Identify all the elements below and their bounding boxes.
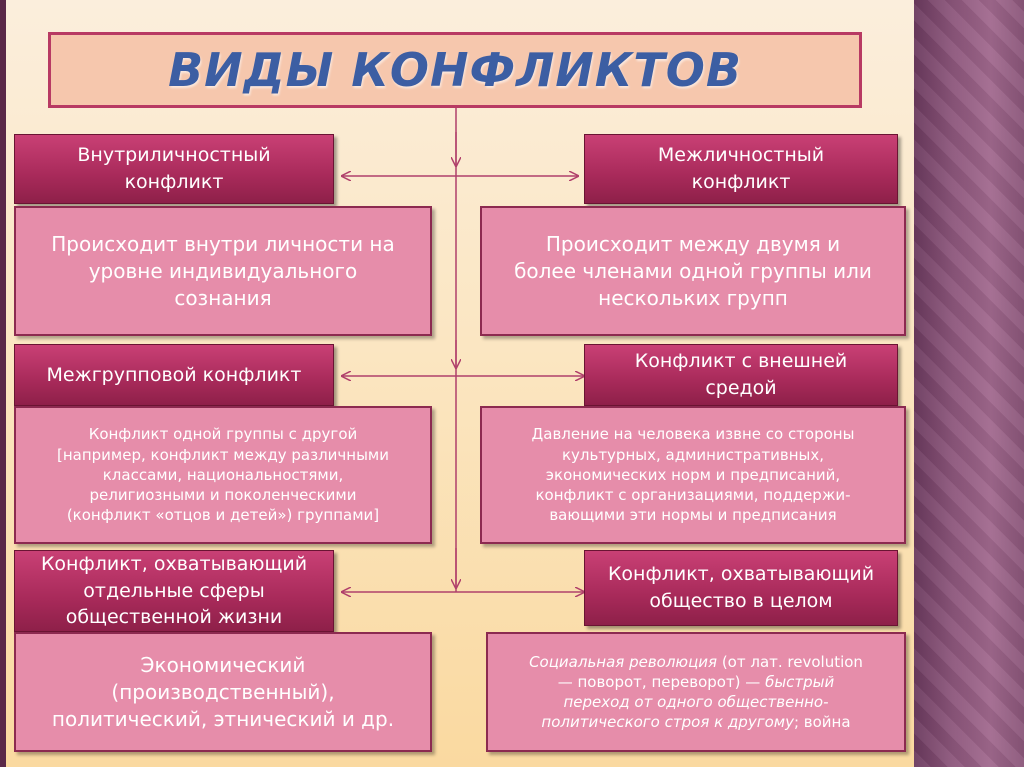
header-environment: Конфликт с внешней средой — [584, 344, 898, 406]
title-box: ВИДЫ КОНФЛИКТОВ — [48, 32, 862, 108]
left-edge-stripe — [0, 0, 6, 767]
body-society: Социальная революция (от лат. revolution… — [486, 632, 906, 752]
header-intrapersonal: Внутриличностный конфликт — [14, 134, 334, 204]
body-environment: Давление на человека извне со стороны ку… — [480, 406, 906, 544]
header-intergroup: Межгрупповой конфликт — [14, 344, 334, 406]
decorative-side-panel — [914, 0, 1024, 767]
header-society: Конфликт, охватывающий общество в целом — [584, 550, 898, 626]
body-intrapersonal: Происходит внутри личности на уровне инд… — [14, 206, 432, 336]
body-spheres: Экономический (производственный), полити… — [14, 632, 432, 752]
body-interpersonal: Происходит между двумя и более членами о… — [480, 206, 906, 336]
page-title: ВИДЫ КОНФЛИКТОВ — [168, 43, 742, 97]
body-intergroup: Конфликт одной группы с другой [например… — [14, 406, 432, 544]
header-interpersonal: Межличностный конфликт — [584, 134, 898, 204]
header-spheres: Конфликт, охватывающий отдельные сферы о… — [14, 550, 334, 632]
